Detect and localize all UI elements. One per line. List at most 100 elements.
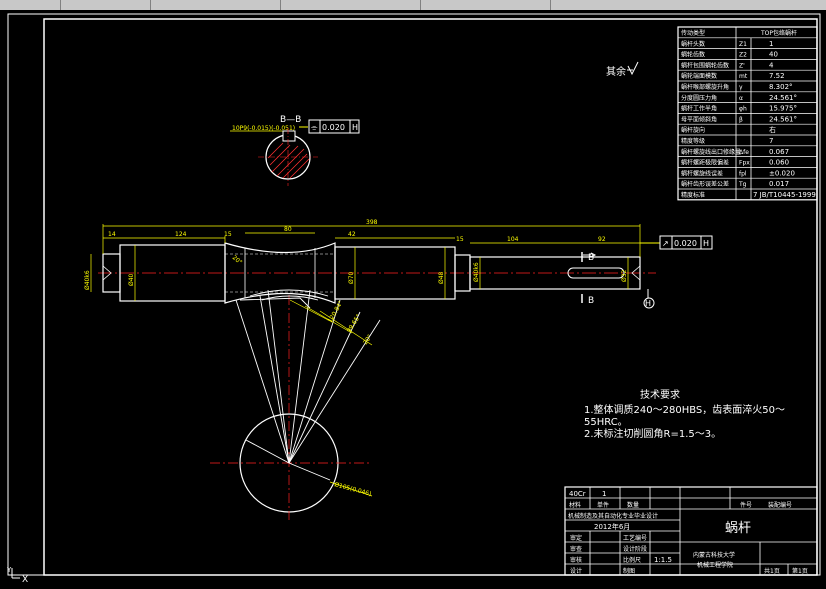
runout-symbol-icon: ↗ (662, 239, 669, 248)
param-label: 蜗轮端面模数 (681, 72, 717, 80)
surface-finish-text: 其余 (606, 65, 626, 78)
dim-len1: 124 (175, 231, 187, 238)
param-symbol: Δfe (739, 149, 749, 156)
dim-len5: 92 (598, 236, 606, 243)
keyway (567, 267, 625, 279)
param-value: 7.52 (769, 72, 785, 80)
dim-dia-end: Ø32 (621, 269, 628, 282)
param-symbol: Z1 (739, 41, 747, 48)
param-symbol: Z2 (739, 52, 747, 59)
sheet-no: 第1页 (792, 567, 808, 575)
angle-label-3: 20° (362, 333, 374, 346)
dim-overall: 398 (366, 219, 378, 226)
tech-req-title: 技术要求 (640, 388, 680, 401)
param-value: 0.067 (769, 148, 789, 156)
datum-h-label: H (645, 299, 651, 308)
row-label-check: 审核 (570, 556, 582, 564)
row-label-scale: 比例尺 (623, 556, 641, 564)
row-label-stage: 设计阶段 (623, 545, 647, 553)
surface-finish-note: 其余 (606, 61, 639, 78)
param-value: 24.561° (769, 115, 797, 123)
keyway-dim: 10P9(-0.015)(-0.051) (232, 125, 295, 132)
param-value: 15.975° (769, 105, 797, 113)
drawing-frame (43, 18, 818, 576)
ucs-x-label: X (22, 575, 28, 585)
toolbar-segment[interactable] (60, 0, 151, 10)
keyway-slot (282, 130, 296, 142)
param-value: TOP包络蜗杆 (760, 29, 797, 37)
param-label: 传动类型 (681, 29, 705, 37)
param-value: 0.060 (769, 159, 789, 167)
param-symbol: Z' (739, 62, 745, 69)
param-value: 8.302° (769, 83, 793, 91)
worm-circle-label: Ø105(0.046) (333, 481, 372, 498)
ucs-icon: Y X (6, 566, 28, 585)
school-name: 内蒙古科技大学 (693, 551, 735, 559)
param-label: 蜗杆包围蜗轮齿数 (681, 61, 729, 69)
param-symbol: Tg (738, 181, 747, 188)
tolerance-frame-2 (659, 235, 713, 250)
tolerance-value: 0.020 (322, 123, 345, 132)
title-block: 40Cr 1 材料 单件 数量 件号 装配编号 机械制造及其自动化专业毕业设计 … (564, 486, 818, 576)
param-symbol: Fpx (739, 160, 750, 167)
param-label: 蜗杆旋向 (681, 126, 705, 134)
param-value: 40 (769, 51, 778, 59)
datum-circle (643, 297, 655, 309)
tech-req-line-2: 55HRC。 (584, 417, 628, 428)
row-label-draw: 制图 (623, 567, 635, 575)
qty-value: 1 (602, 490, 606, 498)
col-label-material: 材料 (569, 501, 581, 509)
ucs-y-label: Y (6, 566, 12, 574)
toolbar-segment[interactable] (420, 0, 551, 10)
dim-dia-right: Ø40k6 (473, 262, 480, 282)
col-label-assembly: 装配编号 (768, 501, 792, 509)
sheet-total: 共1页 (764, 567, 780, 575)
roughness-symbol-icon (627, 61, 639, 76)
tech-req-line-1: 1.整体调质240～280HBS，齿表面淬火50～ (584, 403, 785, 416)
dim-len6: 14 (108, 231, 116, 238)
param-value: ±0.020 (769, 169, 795, 177)
toolbar-segment[interactable] (0, 0, 61, 10)
material-value: 40Cr (569, 490, 586, 498)
dim-angle: 20° (231, 254, 244, 266)
scale-value: 1:1.5 (654, 556, 672, 564)
dim-len8: 15 (456, 236, 464, 243)
param-value: 1 (769, 40, 773, 48)
toolbar-segment[interactable] (150, 0, 281, 10)
part-name: 蜗杆 (725, 520, 751, 536)
section-marker-b: B (588, 253, 594, 263)
param-symbol: φh (739, 106, 747, 113)
param-label: 精度等级 (681, 137, 705, 145)
param-label: 精度标准 (681, 191, 705, 199)
param-label: 蜗杆齿形误差公差 (681, 180, 729, 188)
section-marker-b-2: B (588, 296, 594, 306)
col-label-qty: 数量 (627, 501, 639, 509)
col-label-unit: 单件 (597, 501, 609, 509)
dim-dia-mid: Ø48 (438, 271, 445, 284)
tolerance-symbol-icon: ⌯ (311, 123, 318, 132)
worm-wheel-construction: 120.84° 99.65° 20° Ø105(0.046) (210, 289, 381, 520)
project-name: 机械制造及其自动化专业毕业设计 (568, 512, 658, 520)
date: 2012年6月 (594, 522, 630, 531)
worm-throat (224, 242, 336, 304)
toolbar-segment[interactable] (280, 0, 421, 10)
angle-label-2: 99.65° (346, 313, 363, 334)
dim-len7: 15 (224, 231, 232, 238)
section-view-bb: B—B 10P9(-0.015)(-0.051) ⌯ 0.020 H (230, 115, 360, 186)
row-label-approve: 审定 (570, 534, 582, 542)
col-label-part-no: 件号 (740, 501, 752, 509)
param-symbol: mt (739, 73, 748, 80)
param-value: 7 (769, 137, 773, 145)
param-symbol: β (739, 116, 743, 123)
dim-dia-left: Ø40k6 (84, 270, 91, 290)
param-label: 蜗轮齿数 (681, 51, 705, 59)
window-toolbar-strip (0, 0, 826, 10)
dept-name: 机械工程学院 (697, 561, 733, 569)
dim-dia-worm: Ø70 (348, 271, 355, 284)
dim-len2: 80 (284, 226, 292, 233)
dim-dia-d1: Ø40 (128, 273, 135, 286)
param-value: 右 (769, 125, 776, 134)
param-value: 4 (769, 61, 774, 69)
